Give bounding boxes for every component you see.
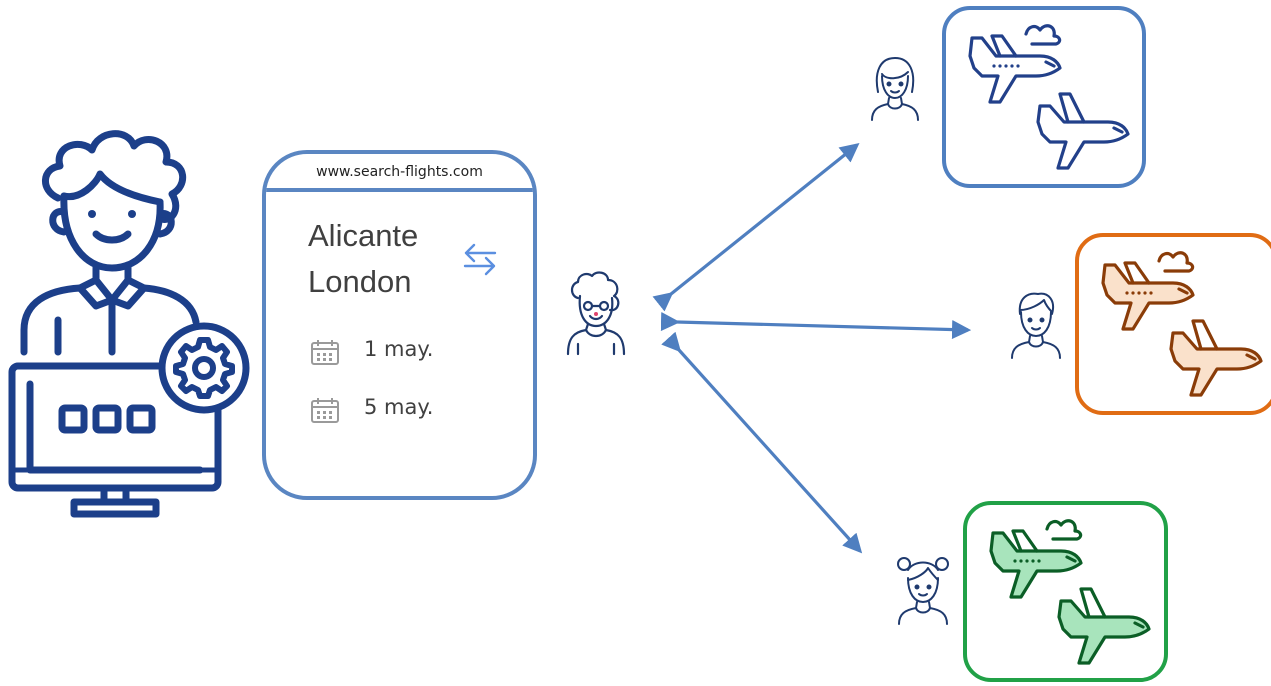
arrow-to-green-provider [661, 331, 863, 554]
flight-search-card: www.search-flights.com Alicante London 1… [262, 150, 537, 500]
flight-results-box-blue[interactable] [942, 6, 1146, 188]
girl-icon [897, 557, 949, 625]
airplane-icon [1101, 251, 1263, 397]
arrow-to-blue-provider [652, 142, 860, 312]
calendar-icon [311, 340, 339, 365]
developer-user-icon [20, 130, 200, 356]
calendar-icon [311, 398, 339, 423]
departure-date: 1 may. [364, 337, 434, 361]
origin-city[interactable]: Alicante [308, 218, 419, 253]
destination-city[interactable]: London [308, 264, 412, 299]
flight-results-box-green[interactable] [963, 501, 1168, 682]
man-icon [1011, 292, 1061, 359]
url-text: www.search-flights.com [316, 164, 483, 180]
swap-arrows-icon[interactable] [462, 242, 498, 276]
flight-results-box-orange[interactable] [1075, 233, 1271, 415]
gear-icon [158, 322, 250, 414]
airplane-icon [989, 519, 1151, 665]
computer-monitor-icon [8, 362, 222, 518]
elderly-woman-icon [566, 271, 626, 356]
return-date: 5 may. [364, 395, 434, 419]
woman-icon [871, 57, 919, 121]
airplane-icon [968, 24, 1130, 170]
arrow-to-orange-provider [660, 311, 972, 340]
url-bar[interactable]: www.search-flights.com [266, 154, 533, 192]
